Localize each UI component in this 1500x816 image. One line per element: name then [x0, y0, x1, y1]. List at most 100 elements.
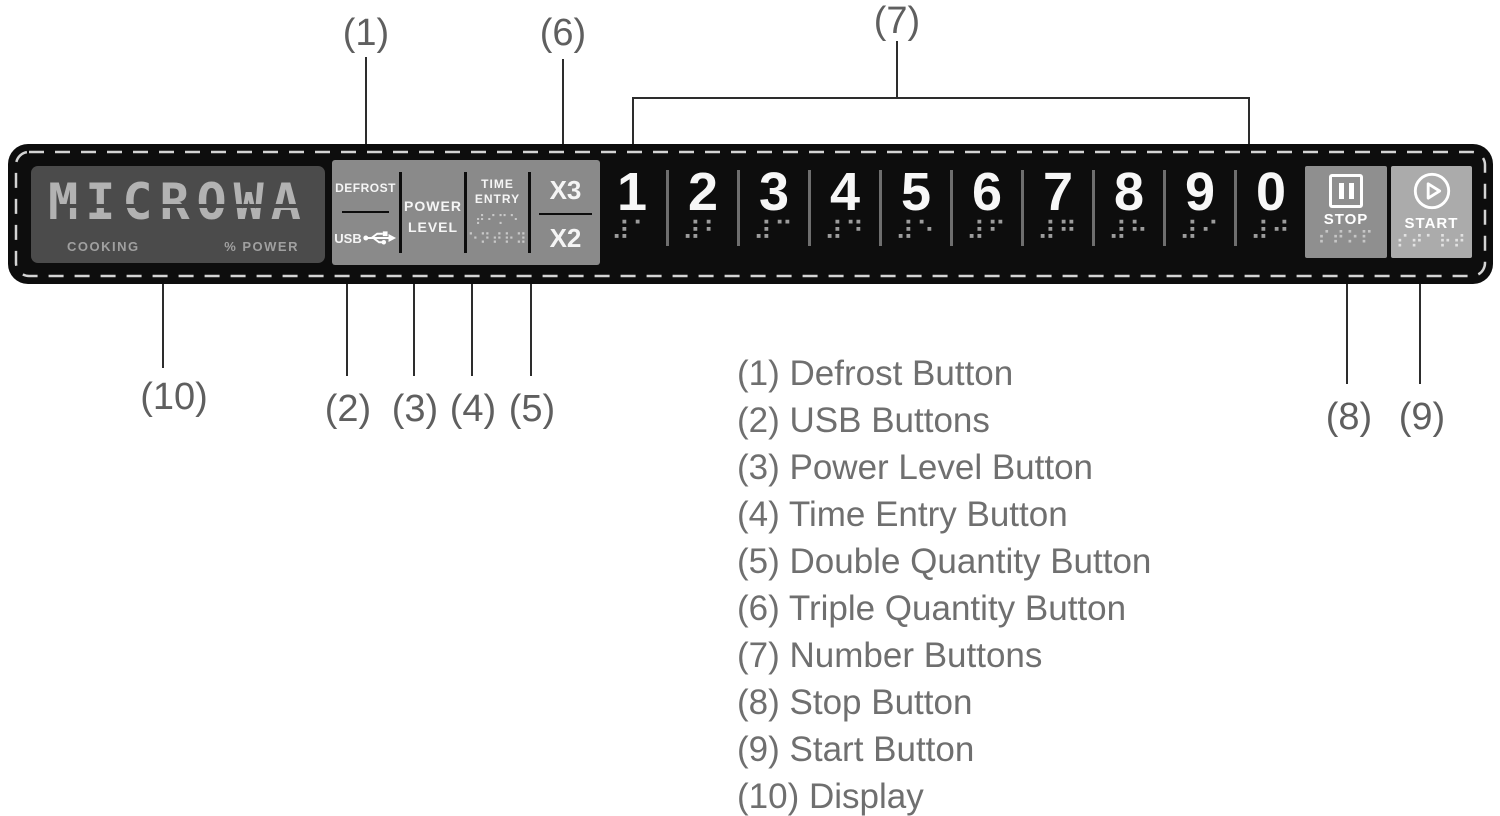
- number-button-3[interactable]: 3 ⠼⠉: [740, 165, 808, 252]
- callout-line-4: [471, 284, 473, 376]
- number-button-0[interactable]: 0 ⠼⠚: [1237, 162, 1305, 252]
- digit-braille: ⠼⠉: [752, 217, 796, 247]
- stop-button[interactable]: STOP ⠎⠞⠕⠏: [1305, 166, 1387, 258]
- callout-bracket-7-left: [632, 97, 634, 146]
- callout-line-2: [346, 284, 348, 376]
- legend-item-3: (3) Power Level Button: [737, 448, 1094, 487]
- digit-braille: ⠼⠑: [894, 217, 938, 247]
- triple-quantity-button[interactable]: X3: [549, 175, 582, 205]
- start-button[interactable]: START ⠎⠞⠁⠗⠞: [1391, 166, 1472, 258]
- legend: (1) Defrost Button (2) USB Buttons (3) P…: [737, 350, 1151, 816]
- callout-line-7-stem: [896, 41, 898, 99]
- power-level-label-line1: POWER: [404, 198, 462, 214]
- number-button-1[interactable]: 1 ⠼⠁: [598, 162, 666, 252]
- stop-button-label: STOP: [1323, 211, 1369, 228]
- section-divider: [528, 172, 531, 253]
- section-divider: [464, 172, 467, 253]
- digit-braille: ⠼⠓: [1107, 217, 1151, 247]
- power-level-button[interactable]: POWER LEVEL: [402, 160, 464, 265]
- number-button-8[interactable]: 8 ⠼⠓: [1095, 162, 1163, 252]
- callout-bracket-7: [632, 97, 1250, 99]
- lcd-segment-gap: [59, 222, 307, 226]
- digit-label: 7: [1042, 162, 1074, 222]
- power-percent-label: % POWER: [224, 239, 299, 254]
- digit-label: 6: [971, 162, 1003, 222]
- defrost-button[interactable]: DEFROST: [335, 181, 396, 195]
- time-entry-label-line2: ENTRY: [474, 192, 521, 206]
- number-button-5[interactable]: 5 ⠼⠑: [882, 162, 950, 252]
- time-entry-label-line1: TIME: [481, 177, 514, 191]
- callout-line-10: [162, 284, 164, 368]
- callout-label-10: (10): [140, 376, 208, 418]
- callout-label-1: (1): [342, 12, 390, 54]
- callout-bracket-7-right: [1248, 97, 1250, 146]
- digit-separator: [879, 170, 882, 246]
- digit-braille: ⠼⠃: [681, 217, 725, 247]
- digit-separator: [950, 170, 953, 246]
- legend-item-5: (5) Double Quantity Button: [737, 542, 1152, 581]
- digit-label: 5: [900, 162, 932, 222]
- callout-line-3: [413, 284, 415, 376]
- callout-label-3: (3): [391, 388, 439, 430]
- digit-separator: [666, 170, 669, 246]
- legend-item-2: (2) USB Buttons: [737, 401, 990, 440]
- time-entry-button[interactable]: TIME ENTRY ⠞⠊⠍⠑ ⠑⠝⠞⠗⠽: [467, 160, 528, 265]
- callout-line-5: [530, 284, 532, 376]
- digit-label: 1: [616, 162, 648, 222]
- legend-item-8: (8) Stop Button: [737, 683, 973, 722]
- defrost-usb-section: DEFROST USB: [332, 160, 399, 265]
- start-braille: ⠎⠞⠁⠗⠞: [1396, 232, 1467, 253]
- usb-button-label: USB: [334, 230, 362, 246]
- stop-braille: ⠎⠞⠕⠏: [1317, 228, 1375, 249]
- digit-braille: ⠼⠛: [1036, 217, 1080, 247]
- x3-x2-divider: [539, 213, 592, 215]
- callout-label-2: (2): [324, 388, 372, 430]
- digit-separator: [1234, 170, 1237, 246]
- callout-label-6: (6): [539, 12, 587, 54]
- stitch-border: [14, 150, 1487, 278]
- digit-label: 9: [1184, 162, 1216, 222]
- number-button-row: 1 ⠼⠁ 2 ⠼⠃ 3 ⠼⠉ 4 ⠼⠙ 5 ⠼⠑: [598, 162, 1305, 252]
- callout-label-9: (9): [1398, 396, 1446, 438]
- number-button-2[interactable]: 2 ⠼⠃: [669, 162, 737, 252]
- play-icon: [1413, 172, 1450, 210]
- callout-label-7: (7): [873, 0, 921, 42]
- number-button-4[interactable]: 4 ⠼⠙: [811, 165, 879, 252]
- digit-separator: [737, 170, 740, 246]
- number-button-7[interactable]: 7 ⠼⠛: [1024, 162, 1092, 252]
- microwave-control-panel: MICROWA COOKING % POWER DEFROST USB: [8, 144, 1493, 284]
- digit-label: 0: [1255, 162, 1287, 222]
- number-button-9[interactable]: 9 ⠼⠊: [1166, 162, 1234, 252]
- lcd-segment-gap: [59, 204, 307, 208]
- digit-label: 2: [687, 162, 719, 222]
- digit-separator: [808, 170, 811, 246]
- digit-braille: ⠼⠋: [965, 217, 1009, 247]
- time-entry-braille: ⠞⠊⠍⠑: [474, 213, 520, 229]
- legend-item-1: (1) Defrost Button: [737, 354, 1014, 393]
- number-button-6[interactable]: 6 ⠼⠋: [953, 162, 1021, 252]
- digit-label: 8: [1113, 162, 1145, 222]
- usb-button[interactable]: USB: [332, 230, 399, 246]
- digit-braille: ⠼⠙: [823, 217, 867, 247]
- time-entry-braille: ⠑⠝⠞⠗⠽: [467, 230, 528, 248]
- callout-label-8: (8): [1325, 396, 1373, 438]
- callout-label-4: (4): [449, 388, 497, 430]
- digit-separator: [1092, 170, 1095, 246]
- legend-item-10: (10) Display: [737, 777, 924, 816]
- callout-line-6: [562, 59, 564, 145]
- double-quantity-button[interactable]: X2: [549, 223, 582, 253]
- callout-label-5: (5): [508, 388, 556, 430]
- callout-line-8: [1346, 284, 1348, 384]
- legend-item-7: (7) Number Buttons: [737, 636, 1043, 675]
- legend-item-9: (9) Start Button: [737, 730, 975, 769]
- section-divider: [399, 172, 402, 253]
- callout-line-9: [1419, 284, 1421, 384]
- usb-icon: [363, 231, 396, 245]
- digit-separator: [1163, 170, 1166, 246]
- callout-line-1: [365, 57, 367, 145]
- function-button-block: DEFROST USB: [332, 160, 600, 265]
- digit-separator: [1021, 170, 1024, 246]
- digit-braille: ⠼⠁: [610, 217, 654, 247]
- power-level-label-line2: LEVEL: [407, 219, 459, 235]
